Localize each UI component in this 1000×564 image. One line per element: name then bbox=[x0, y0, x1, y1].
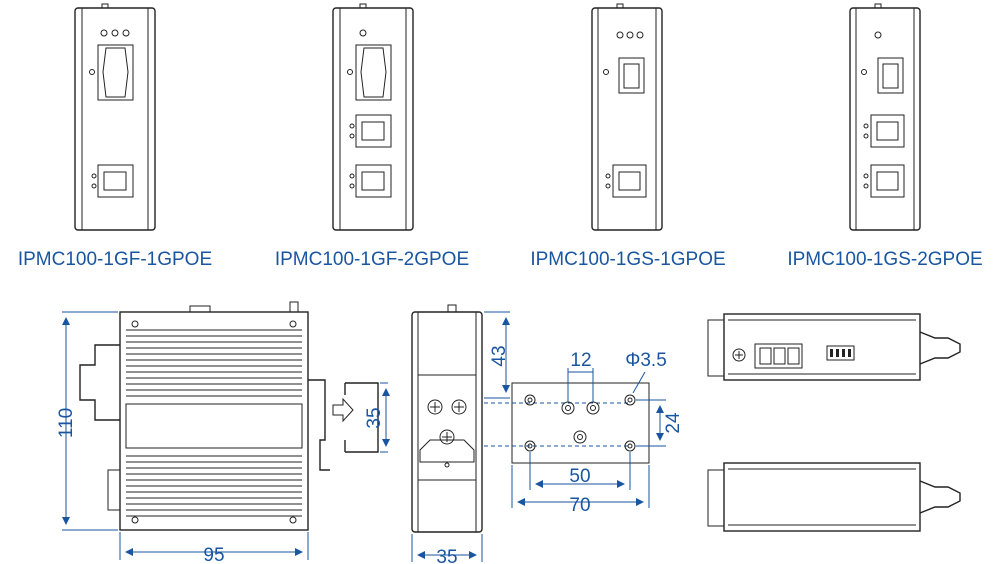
front-view-1gf-1gpoe bbox=[74, 3, 156, 231]
mounting-hole bbox=[624, 440, 636, 452]
dimension-top-offset: 43 bbox=[484, 311, 510, 399]
mounting-hole bbox=[524, 394, 536, 406]
dimension-label: Φ3.5 bbox=[625, 350, 667, 371]
rj45-port bbox=[91, 164, 134, 198]
dimension-width: 95 bbox=[119, 532, 309, 564]
mounting-hole bbox=[586, 401, 600, 415]
model-label: IPMC100-1GS-1GPOE bbox=[530, 249, 725, 270]
dimension-label: 24 bbox=[663, 412, 684, 434]
sfp-fiber-port bbox=[355, 44, 392, 101]
dimension-label: 95 bbox=[203, 545, 224, 564]
rj45-port bbox=[863, 164, 905, 198]
mounting-screw bbox=[427, 399, 443, 415]
rear-view bbox=[411, 304, 483, 533]
dimension-height: 110 bbox=[56, 311, 118, 531]
mounting-screw bbox=[439, 429, 455, 445]
rj45-port bbox=[863, 114, 905, 148]
dimension-hole-spacing-mid: 50 bbox=[529, 452, 631, 490]
dimension-hole-diameter: Φ3.5 bbox=[625, 350, 667, 394]
rj45-port bbox=[605, 164, 647, 198]
dimension-depth: 35 bbox=[411, 534, 483, 564]
dimension-label: 35 bbox=[364, 407, 385, 428]
front-view-1gf-2gpoe bbox=[332, 3, 414, 231]
mounting-hole bbox=[524, 440, 536, 452]
dimension-label: 110 bbox=[56, 408, 77, 438]
dimension-plate-width: 70 bbox=[511, 465, 650, 516]
dimension-label: 43 bbox=[489, 345, 510, 366]
dimension-hole-spacing-small: 12 bbox=[567, 350, 594, 402]
dimension-label: 50 bbox=[569, 466, 590, 487]
top-view bbox=[707, 313, 961, 381]
heatsink-fins-bottom bbox=[126, 455, 302, 517]
model-label: IPMC100-1GF-1GPOE bbox=[18, 249, 212, 270]
side-view bbox=[79, 301, 379, 531]
ground-screw bbox=[732, 348, 746, 362]
sfp-fiber-port bbox=[97, 44, 134, 101]
rj45-port bbox=[349, 114, 392, 148]
mounting-hole bbox=[561, 401, 575, 415]
dip-switch bbox=[826, 345, 855, 361]
dimension-label: 35 bbox=[436, 547, 457, 564]
dimension-label: 12 bbox=[570, 350, 591, 371]
front-view-1gs-2gpoe bbox=[849, 3, 921, 231]
model-label: IPMC100-1GF-2GPOE bbox=[275, 249, 469, 270]
sfp-slot bbox=[618, 57, 645, 94]
model-label: IPMC100-1GS-2GPOE bbox=[787, 249, 982, 270]
heatsink-fins-top bbox=[126, 329, 302, 397]
power-terminal-block bbox=[754, 343, 803, 369]
mounting-plate bbox=[484, 382, 650, 464]
sfp-slot bbox=[877, 57, 904, 94]
bottom-view bbox=[707, 462, 961, 532]
dimension-din-rail: 35 bbox=[364, 382, 390, 453]
mounting-screw bbox=[451, 399, 467, 415]
rj45-port bbox=[349, 164, 392, 198]
front-view-1gs-1gpoe bbox=[591, 3, 663, 231]
dimension-label: 70 bbox=[569, 495, 590, 516]
dimension-hole-vertical: 24 bbox=[636, 399, 684, 447]
mounting-hole bbox=[573, 430, 587, 444]
mounting-hole bbox=[624, 394, 636, 406]
